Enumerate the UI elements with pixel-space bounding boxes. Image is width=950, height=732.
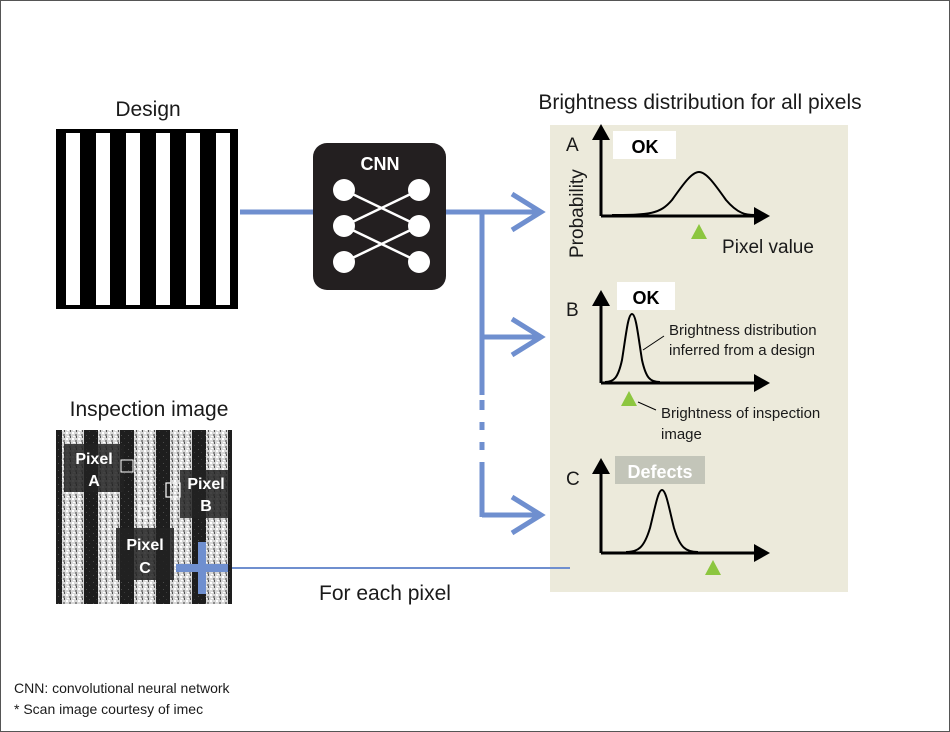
cnn-label: CNN bbox=[361, 154, 400, 174]
cnn-block: CNN bbox=[313, 143, 446, 290]
graph-a: A Probability OK Pixel value bbox=[566, 124, 814, 258]
graph-b-curve-annotation-2: inferred from a design bbox=[669, 342, 815, 359]
inspection-title: Inspection image bbox=[70, 398, 229, 421]
svg-text:OK: OK bbox=[632, 137, 659, 157]
graph-c: C Defects bbox=[566, 456, 770, 575]
graph-b: B OK Brightness distribution inferred fr… bbox=[566, 282, 820, 443]
design-title: Design bbox=[115, 98, 180, 121]
svg-text:B: B bbox=[200, 498, 212, 515]
pixel-b-marker bbox=[165, 482, 181, 498]
pixel-a-marker bbox=[120, 459, 134, 473]
pixel-b-label: Pixel B bbox=[180, 470, 232, 518]
svg-text:Pixel: Pixel bbox=[187, 476, 224, 493]
graph-a-ok-badge bbox=[613, 131, 676, 159]
svg-text:Pixel: Pixel bbox=[126, 537, 163, 554]
graph-a-y-axis-label: Probability bbox=[567, 169, 588, 258]
graph-a-x-axis-label: Pixel value bbox=[722, 237, 814, 258]
right-panel-title: Brightness distribution for all pixels bbox=[538, 91, 861, 114]
footnote-scan-image: * Scan image courtesy of imec bbox=[14, 701, 203, 717]
graph-a-marker-icon bbox=[691, 224, 707, 239]
svg-text:C: C bbox=[139, 560, 151, 577]
graph-c-marker-icon bbox=[705, 560, 721, 575]
graph-a-letter: A bbox=[566, 135, 579, 156]
cross-marker-icon bbox=[176, 542, 228, 594]
graph-b-marker-annotation-1: Brightness of inspection bbox=[661, 405, 820, 422]
graph-b-letter: B bbox=[566, 300, 579, 321]
graph-c-letter: C bbox=[566, 469, 580, 490]
graph-b-ok-badge bbox=[617, 282, 675, 310]
svg-text:Pixel: Pixel bbox=[75, 451, 112, 468]
graph-b-marker-icon bbox=[621, 391, 637, 406]
graph-b-marker-annotation-2: image bbox=[661, 426, 702, 443]
svg-text:Defects: Defects bbox=[627, 462, 692, 482]
for-each-pixel-label: For each pixel bbox=[319, 582, 451, 605]
svg-text:OK: OK bbox=[633, 288, 660, 308]
pixel-a-label: Pixel A bbox=[64, 444, 124, 492]
footnote-cnn: CNN: convolutional neural network bbox=[14, 680, 231, 696]
svg-text:A: A bbox=[88, 473, 100, 490]
pixel-c-label: Pixel C bbox=[116, 528, 174, 580]
graph-c-defects-badge bbox=[615, 456, 705, 484]
design-pattern bbox=[56, 129, 238, 309]
flow-arrows bbox=[232, 191, 570, 569]
pixel-c-marker bbox=[138, 505, 152, 519]
graph-b-curve-annotation-1: Brightness distribution bbox=[669, 322, 817, 339]
